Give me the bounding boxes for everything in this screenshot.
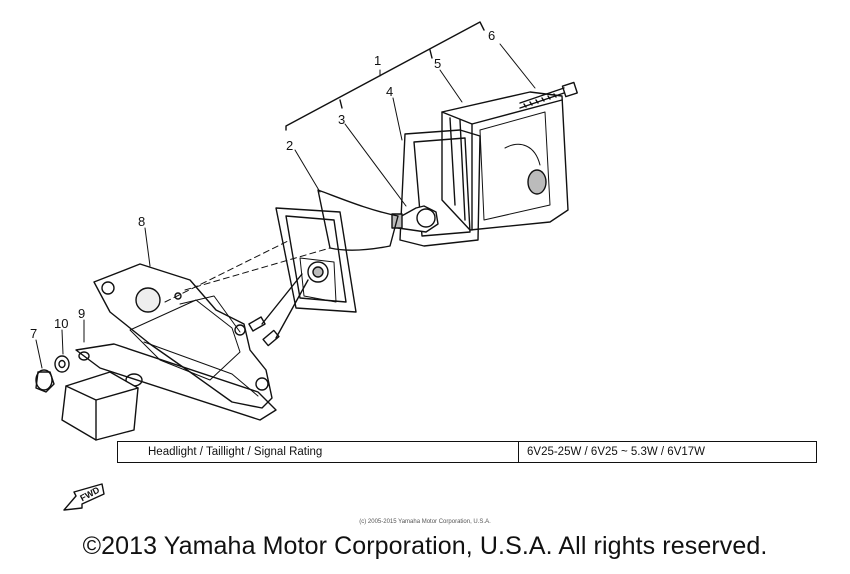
spec-table: Headlight / Taillight / Signal Rating 6V… bbox=[117, 441, 817, 463]
callout-5: 5 bbox=[434, 56, 441, 71]
assembly-bracket bbox=[285, 21, 485, 131]
callout-9: 9 bbox=[78, 306, 85, 321]
forward-arrow-icon: FWD bbox=[63, 483, 105, 511]
callout-6: 6 bbox=[488, 28, 495, 43]
callout-1: 1 bbox=[374, 53, 381, 68]
wire-leads bbox=[248, 273, 309, 347]
socket-base-plate bbox=[275, 189, 399, 313]
reflector-block bbox=[61, 371, 139, 441]
callout-8: 8 bbox=[138, 214, 145, 229]
callout-2: 2 bbox=[286, 138, 293, 153]
spec-label: Headlight / Taillight / Signal Rating bbox=[117, 441, 519, 463]
callout-7: 7 bbox=[30, 326, 37, 341]
callout-4: 4 bbox=[386, 84, 393, 99]
fine-print: (c) 2005-2015 Yamaha Motor Corporation, … bbox=[359, 519, 491, 525]
callout-3: 3 bbox=[338, 112, 345, 127]
leader-lines bbox=[35, 43, 536, 369]
callout-10: 10 bbox=[54, 316, 68, 331]
spec-row: Headlight / Taillight / Signal Rating 6V… bbox=[117, 441, 817, 463]
spec-value: 6V25-25W / 6V25 ~ 5.3W / 6V17W bbox=[518, 441, 817, 463]
taillight-lens-housing bbox=[441, 91, 569, 231]
bolt-and-washer bbox=[35, 355, 70, 393]
copyright-notice: ©2013 Yamaha Motor Corporation, U.S.A. A… bbox=[82, 532, 768, 560]
bulb bbox=[391, 205, 439, 233]
lens-screw bbox=[519, 81, 578, 109]
lens-gasket bbox=[399, 129, 481, 247]
license-bracket bbox=[93, 263, 273, 409]
